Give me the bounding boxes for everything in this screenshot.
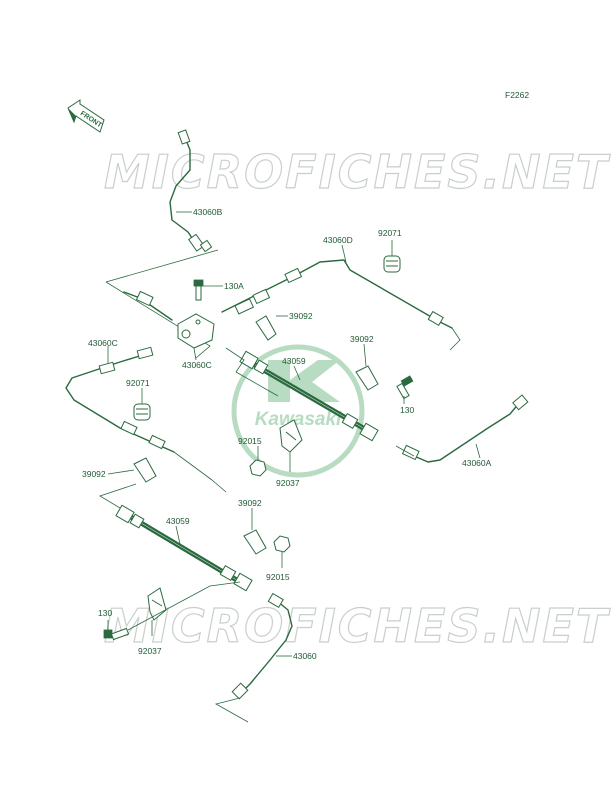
- pipe-joint-link: [123, 290, 173, 321]
- clip-39092-c: [133, 457, 157, 483]
- bolt-130-lower: [103, 627, 130, 641]
- label-130-right: 130: [400, 405, 414, 415]
- pipe-43060: [231, 592, 293, 700]
- label-39092-d: 39092: [238, 498, 262, 508]
- pipe-43060b: [169, 129, 213, 253]
- clip-39092-d: [243, 529, 267, 555]
- pipe-43060a: [401, 394, 529, 463]
- logo-text: Kawasaki: [255, 409, 342, 430]
- label-43060a: 43060A: [462, 458, 492, 468]
- label-92037-upper: 92037: [276, 478, 300, 488]
- label-92015-upper: 92015: [238, 436, 262, 446]
- label-43060c: 43060C: [88, 338, 118, 348]
- bolt-130a: [193, 279, 204, 301]
- front-arrow-icon: FRONT: [67, 99, 105, 133]
- clip-39092-a: [255, 315, 277, 341]
- clamp-92037-upper: [279, 419, 303, 453]
- label-43060b: 43060B: [193, 207, 223, 217]
- watermark-bottom: MICROFICHES.NET: [104, 599, 611, 653]
- label-39092-b: 39092: [350, 334, 374, 344]
- figure-code: F2262: [505, 90, 529, 100]
- label-43060: 43060: [293, 651, 317, 661]
- bolt-130-right: [396, 375, 414, 400]
- label-39092-c: 39092: [82, 469, 106, 479]
- watermark-top: MICROFICHES.NET: [104, 145, 611, 199]
- label-92071-lower: 92071: [126, 378, 150, 388]
- hose-43059-lower: [115, 504, 253, 592]
- pipe-43060d: [221, 259, 453, 329]
- hose-43059-upper: [239, 350, 379, 442]
- grommet-92071-lower: [133, 403, 151, 421]
- label-43060d: 43060D: [323, 235, 353, 245]
- label-39092-a: 39092: [289, 311, 313, 321]
- label-92015-lower: 92015: [266, 572, 290, 582]
- label-92071-top: 92071: [378, 228, 402, 238]
- clip-39092-b: [355, 365, 379, 391]
- label-130-lower: 130: [98, 608, 112, 618]
- label-92037-lower: 92037: [138, 646, 162, 656]
- grommet-92071-top: [383, 255, 401, 273]
- label-130a: 130A: [224, 281, 244, 291]
- pipe-43060c: [65, 346, 175, 453]
- label-43061: 43060C: [182, 360, 212, 370]
- label-43059-lower: 43059: [166, 516, 190, 526]
- nut-92015-lower: [273, 535, 291, 553]
- kawasaki-logo: Kawasaki: [231, 344, 365, 478]
- label-43059-upper: 43059: [282, 356, 306, 366]
- joint-43061: [177, 313, 215, 349]
- nut-92015-upper: [249, 459, 267, 477]
